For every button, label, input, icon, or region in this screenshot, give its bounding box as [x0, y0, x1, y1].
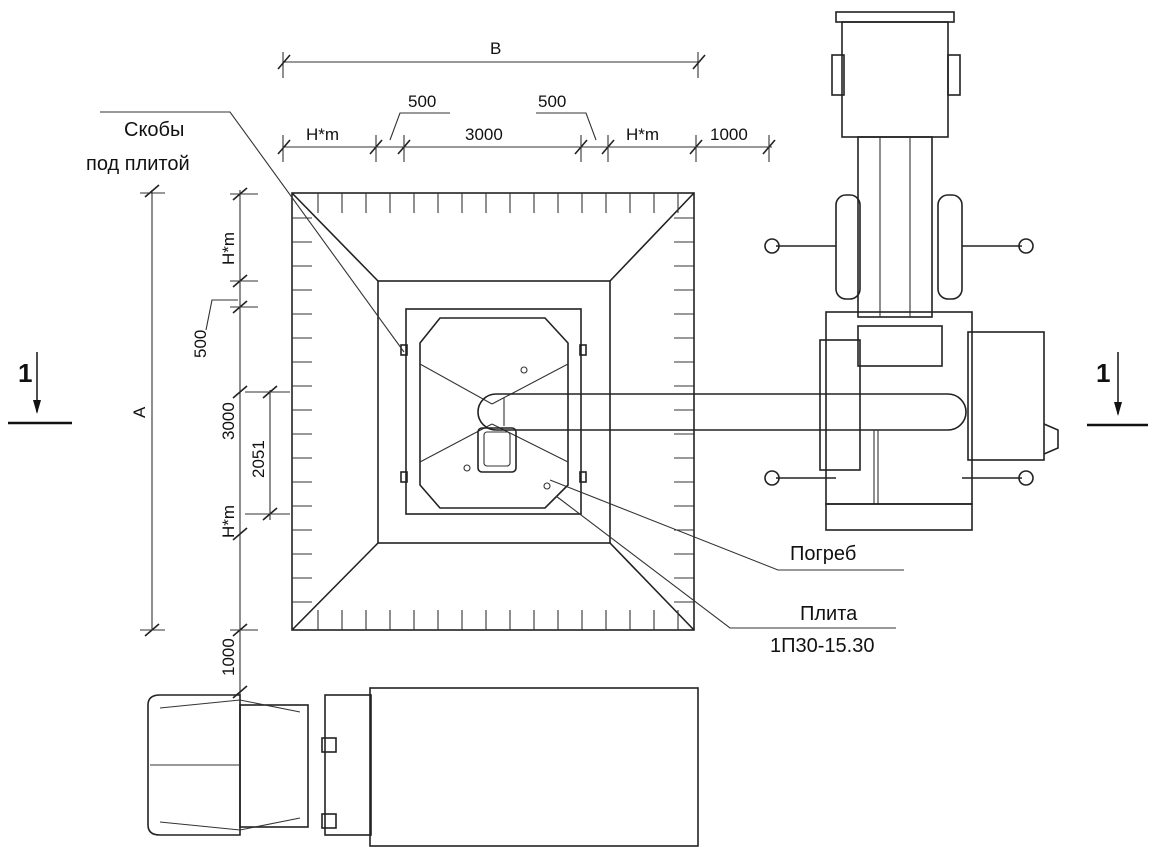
dimension-chain-width: H*m 500 3000 500 H*m 1000	[277, 92, 776, 162]
label-cellar: Погреб	[790, 543, 856, 565]
truck	[147, 687, 699, 847]
section-label-left: 1	[18, 358, 32, 388]
section-label-right: 1	[1096, 358, 1110, 388]
label-slab-line1: Плита	[800, 603, 858, 625]
dimension-overall-width: B	[277, 39, 706, 78]
dim-hm-side-top: H*m	[219, 232, 238, 265]
section-marker-right: 1	[1087, 352, 1148, 427]
callout-brackets: Скобы под плитой	[86, 111, 405, 353]
section-marker-left: 1	[8, 352, 72, 425]
cellar-slab	[400, 308, 587, 515]
slope-hatch-left	[292, 217, 312, 603]
callout-slab: Плита 1П30-15.30	[555, 495, 896, 657]
callout-cellar: Погреб	[549, 479, 904, 571]
label-brackets-line1: Скобы	[124, 119, 184, 141]
dim-1000-top: 1000	[710, 125, 748, 144]
dimension-b-label: B	[490, 39, 501, 58]
label-slab-line2: 1П30-15.30	[770, 635, 874, 657]
slope-hatch-top	[317, 193, 679, 213]
dimension-chain-length: H*m 500 3000 2051 H*m 1000	[191, 187, 290, 699]
crane-boom	[477, 393, 967, 431]
dim-500-right: 500	[538, 92, 566, 111]
foundation-pit	[291, 192, 695, 631]
dim-1000-side: 1000	[219, 638, 238, 676]
slope-hatch-right	[674, 217, 694, 603]
dim-hm-left: H*m	[306, 125, 339, 144]
dim-hm-side-bottom: H*m	[219, 505, 238, 538]
dim-3000-width: 3000	[465, 125, 503, 144]
label-brackets-line2: под плитой	[86, 153, 190, 175]
crane-vehicle	[764, 11, 1059, 531]
dimension-a-label: A	[130, 406, 149, 418]
dim-2051: 2051	[249, 440, 268, 478]
dim-500-left: 500	[408, 92, 436, 111]
dimension-overall-length: A	[130, 184, 165, 637]
slope-hatch-bottom	[317, 610, 679, 630]
dim-hm-right: H*m	[626, 125, 659, 144]
dim-3000-length: 3000	[219, 402, 238, 440]
dim-500-side: 500	[191, 330, 210, 358]
